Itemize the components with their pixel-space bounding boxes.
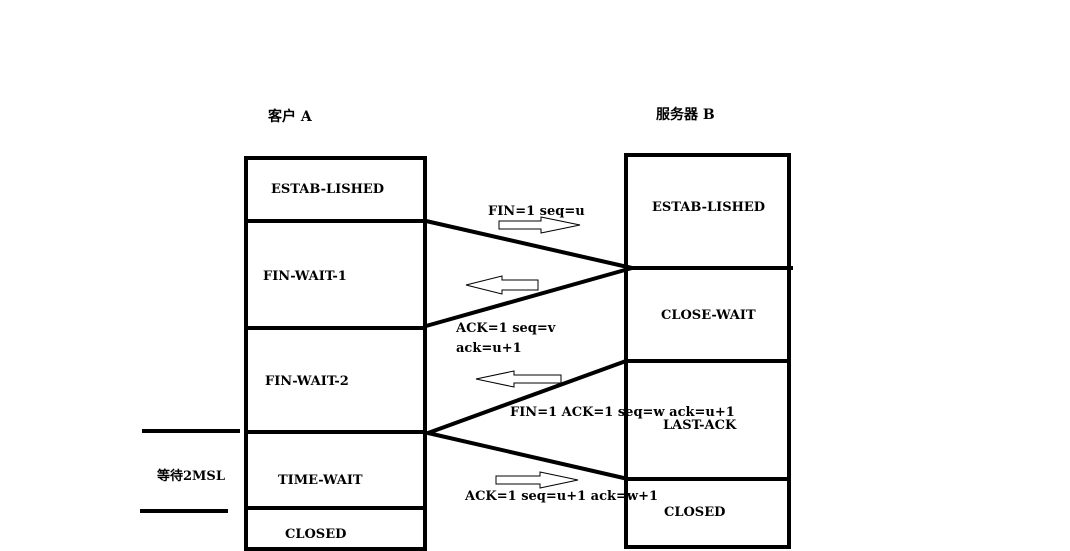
server-state-established: ESTAB-LISHED [652, 200, 765, 215]
server-title: 服务器 B [656, 106, 715, 123]
ack1-label-line1: ACK=1 seq=v [455, 321, 556, 336]
ack1-label-line2: ack=u+1 [456, 341, 522, 356]
fin2-arrow-icon [475, 370, 562, 388]
ack2-label: ACK=1 seq=u+1 ack=w+1 [464, 489, 658, 504]
client-state-established: ESTAB-LISHED [271, 182, 384, 197]
fin2-label: FIN=1 ACK=1 seq=w ack=u+1 [510, 405, 735, 420]
client-state-fin-wait-2: FIN-WAIT-2 [265, 374, 349, 389]
client-state-time-wait: TIME-WAIT [278, 473, 363, 488]
fin1-label: FIN=1 seq=u [488, 204, 585, 219]
wait-2msl-marks [140, 429, 240, 513]
ack2-line [426, 431, 630, 481]
client-title: 客户 A [267, 108, 313, 125]
client-state-closed: CLOSED [285, 527, 346, 542]
server-state-closed: CLOSED [664, 505, 725, 520]
client-state-fin-wait-1: FIN-WAIT-1 [263, 269, 347, 284]
ack1-arrow-icon [465, 275, 539, 295]
message-lines [424, 219, 634, 481]
direction-arrows [465, 216, 581, 489]
fin1-arrow-icon [498, 216, 581, 234]
server-state-close-wait: CLOSE-WAIT [661, 308, 756, 323]
fin2-line [426, 359, 628, 435]
fin1-line [424, 219, 634, 270]
wait-2msl-label: 等待2MSL [156, 468, 225, 484]
ack2-arrow-icon [495, 471, 579, 489]
server-column [624, 153, 793, 549]
client-column [244, 156, 427, 551]
ack1-line [424, 266, 634, 328]
server-state-last-ack: LAST-ACK [663, 418, 737, 433]
